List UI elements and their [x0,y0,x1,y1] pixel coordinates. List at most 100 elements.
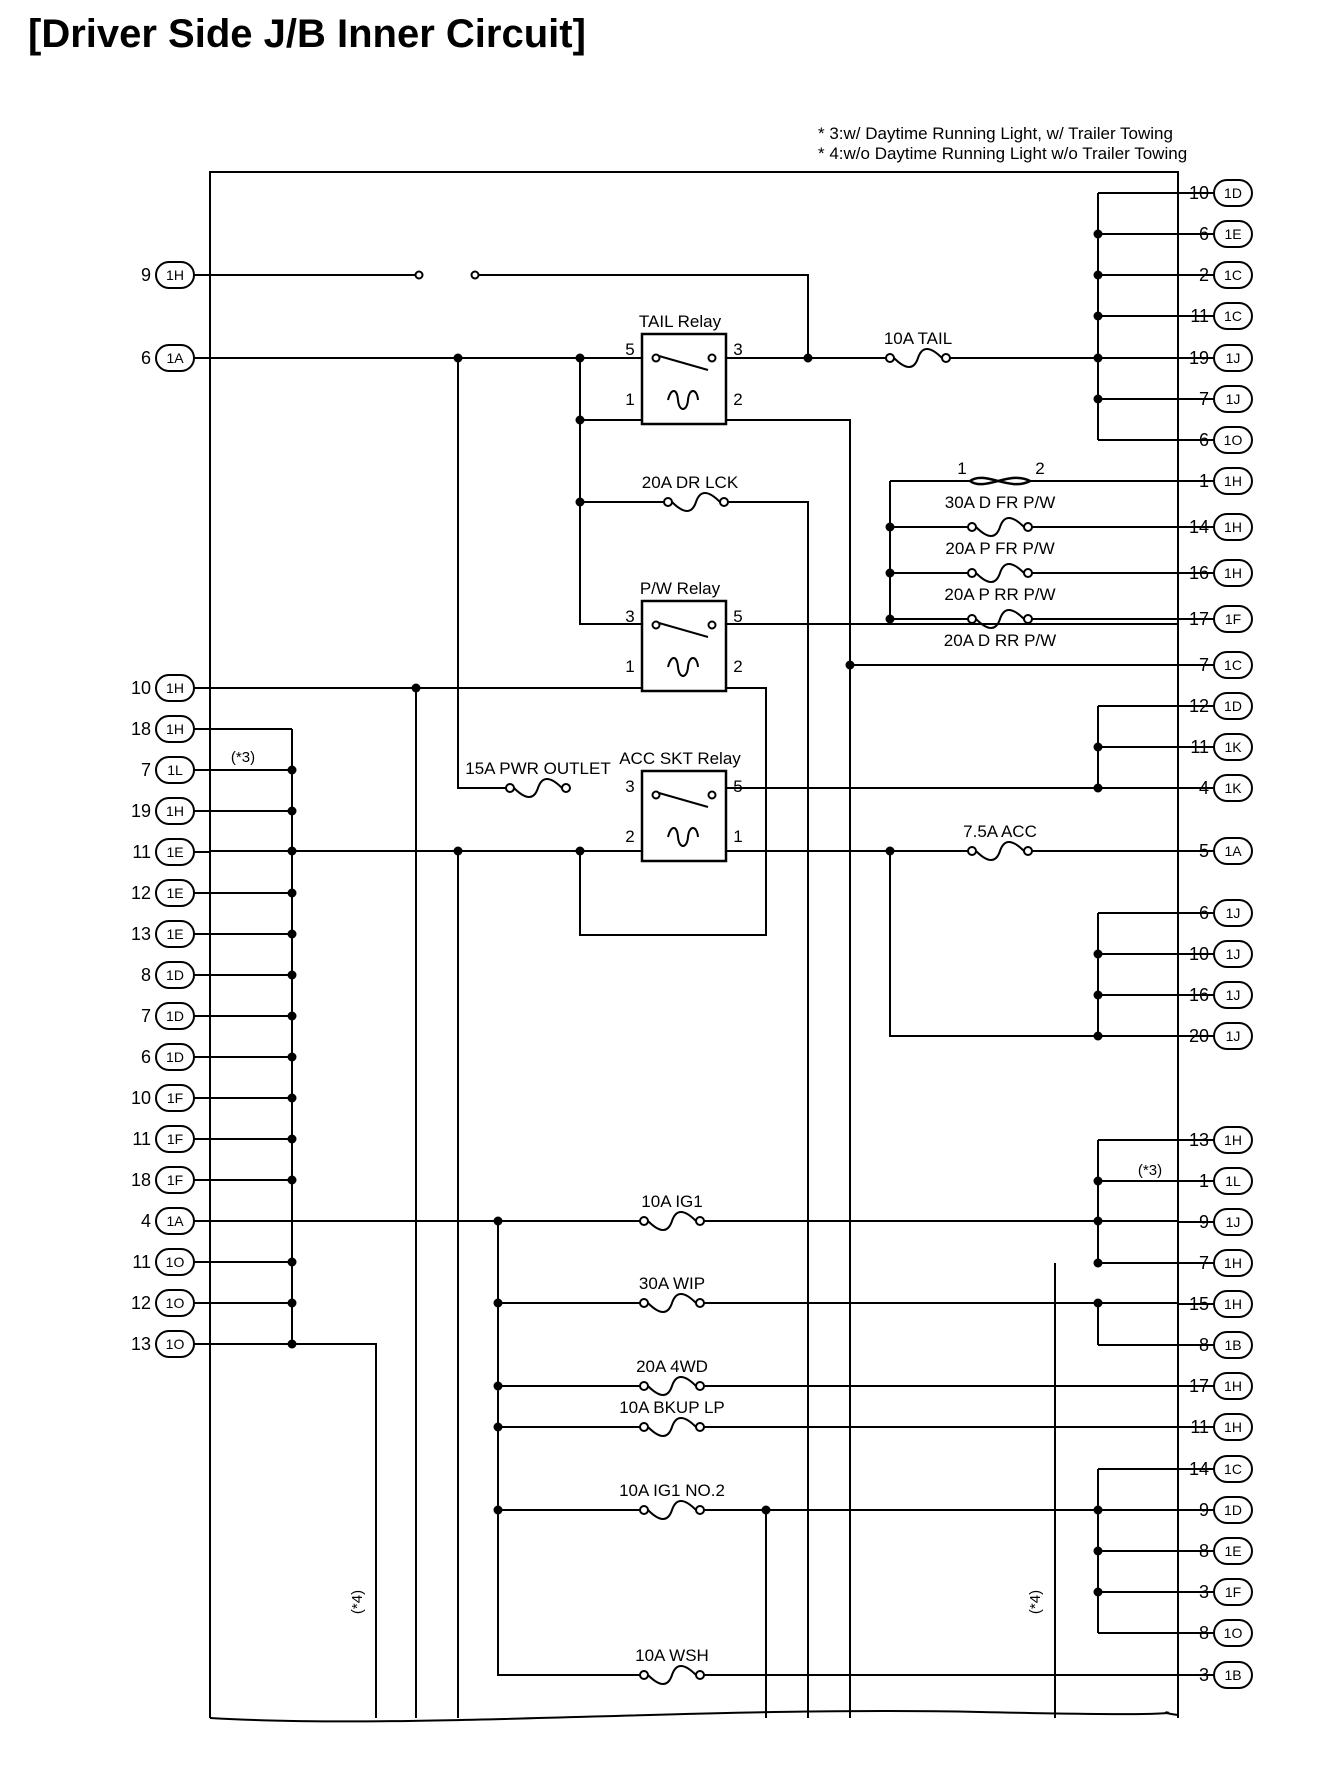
relay-contact [651,790,661,800]
fuse-terminal [695,1670,705,1680]
junction-dot [493,1381,503,1391]
pin-number: 3 [1199,1665,1209,1685]
relay-body [640,599,728,693]
connector-label: 1A [166,1213,184,1229]
junction-dot [1093,949,1103,959]
connector-badge [155,1084,195,1112]
connector-label: 1D [166,1049,184,1065]
connector-badge [1213,1126,1253,1154]
fuse-terminal [719,497,729,507]
fuse-terminal [561,783,571,793]
right-terminal-3-1B: 1B 3 [1199,1661,1253,1689]
relay-pin-number: 1 [625,657,634,676]
connector-badge [1213,837,1253,865]
junction-dot [885,846,895,856]
junction-dot [1093,353,1103,363]
relay-body [640,332,728,426]
junction-dot [575,415,585,425]
junction-dot [287,1011,297,1021]
connector-badge [155,920,195,948]
connector-badge [1213,1455,1253,1483]
fuse-terminal [639,1505,649,1515]
junction-dot [287,1134,297,1144]
junction-dot [1093,742,1103,752]
breaker-element [969,476,1031,486]
pin-number: 11 [132,1129,151,1149]
junction-dot [1093,1258,1103,1268]
connector-badge [155,797,195,825]
connector-label: 1E [1224,226,1241,242]
connector-badge [1213,692,1253,720]
pin-number: 15 [1189,1294,1209,1314]
pin-number: 8 [1199,1623,1209,1643]
right-terminal-7-1J: 1J7 [1199,385,1253,413]
connector-label: 1J [1226,1028,1241,1044]
connector-label: 1J [1226,905,1241,921]
connector-label: 1B [1224,1667,1241,1683]
relay-switch-arm [658,622,709,638]
connector-badge [1213,559,1253,587]
connector-label: 1J [1226,1214,1241,1230]
pin-number: 10 [131,1088,151,1108]
connector-label: 1B [1224,1337,1241,1353]
connector-label: 1D [1224,1502,1242,1518]
jb-outline [209,171,1179,1718]
connector-badge [1213,261,1253,289]
connector-label: 1O [166,1254,185,1270]
junction-dot [287,806,297,816]
pin-number: 14 [1189,517,1209,537]
fuse-label: 15A PWR OUTLET [465,759,610,778]
fuse-terminal [695,1422,705,1432]
connector-badge [1213,605,1253,633]
right-terminal-1-1H: 1H1 [1199,467,1253,495]
junction-dot [493,1216,503,1226]
pin-number: 11 [1190,306,1209,326]
junction-dot [453,846,463,856]
connector-label: 1C [1224,308,1242,324]
connector-label: 1H [1224,473,1242,489]
fuse-element [513,778,563,798]
fuse-element [647,1211,697,1231]
connector-badge [1213,1578,1253,1606]
left-terminal-8-1D: 1D8 [141,961,195,989]
junction-dot [803,353,813,363]
connector-label: 1H [166,721,184,737]
connector-label: 1E [166,885,183,901]
connector-label: 1O [166,1336,185,1352]
fuse-label: 20A 4WD [636,1357,708,1376]
connector-badge [155,715,195,743]
junction-dot [287,1052,297,1062]
relay-switch-arm [658,355,709,371]
pin-number: 7 [141,760,151,780]
connector-badge [1213,1619,1253,1647]
fuse-terminal [639,1216,649,1226]
fuse-label: 7.5A ACC [963,822,1037,841]
relay-coil [667,390,699,410]
pin-number: 12 [131,1293,151,1313]
connector-label: 1C [1224,657,1242,673]
connector-badge [1213,1249,1253,1277]
variant-mark: (*3) [231,749,255,766]
fuse-symbol [505,778,571,798]
junction-dot [1093,1587,1103,1597]
pin-number: 1 [1199,1171,1209,1191]
connector-label: 1H [166,267,184,283]
pin-number: 13 [1189,1130,1209,1150]
pin-number: 8 [141,965,151,985]
fuse-element [647,1500,697,1520]
fuse-symbol [967,563,1033,583]
relay-pin-number: 5 [625,340,634,359]
wire [475,274,809,358]
junction-dot [287,846,297,856]
junction-dot [575,846,585,856]
breaker-pin-label: 2 [1035,459,1044,478]
